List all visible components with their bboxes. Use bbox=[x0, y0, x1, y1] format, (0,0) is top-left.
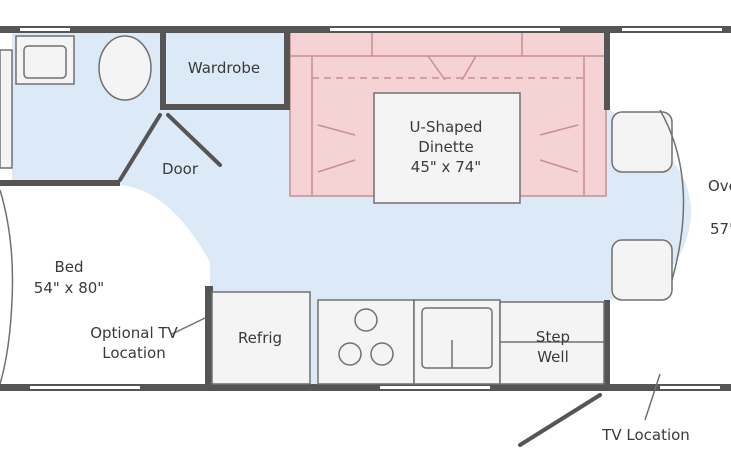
dinette-label-line2: Dinette bbox=[418, 138, 473, 156]
bath-sink-basin bbox=[23, 45, 67, 79]
bed-size: 54" x 80" bbox=[34, 279, 104, 297]
optional-tv-label-line2: Location bbox=[102, 344, 165, 362]
shower bbox=[0, 49, 13, 169]
bath-door-2 bbox=[118, 113, 162, 182]
bed-label: Bed bbox=[54, 258, 83, 276]
overhead-bunk-curve bbox=[659, 109, 685, 281]
refrigerator bbox=[211, 291, 311, 385]
optional-tv-pointer bbox=[171, 317, 206, 335]
wardrobe-label: Wardrobe bbox=[188, 59, 260, 77]
burner-2 bbox=[338, 342, 362, 366]
dinette-size: 45" x 74" bbox=[411, 158, 481, 176]
cab-seat-top bbox=[611, 111, 673, 173]
bed-curve bbox=[0, 189, 14, 385]
tv-pointer bbox=[644, 373, 661, 421]
dinette-label: U-Shaped bbox=[410, 118, 483, 136]
step-label-line2: Well bbox=[537, 348, 569, 366]
burner-3 bbox=[370, 342, 394, 366]
bath-door bbox=[166, 113, 222, 167]
entry-door bbox=[518, 393, 602, 447]
exterior-walls bbox=[0, 26, 731, 391]
overhead-size: 57' bbox=[710, 220, 731, 238]
tv-location-label: TV Location bbox=[601, 426, 690, 444]
step-label: Step bbox=[536, 328, 570, 346]
burner-1 bbox=[354, 308, 378, 332]
overhead-label: Ove bbox=[708, 177, 731, 195]
kitchen-sink bbox=[421, 307, 493, 369]
optional-tv-label: Optional TV bbox=[90, 324, 178, 342]
cab-seat-bottom bbox=[611, 239, 673, 301]
interior-walls bbox=[0, 32, 610, 386]
refrig-label: Refrig bbox=[238, 329, 282, 347]
dinette-table bbox=[373, 92, 521, 204]
door-label: Door bbox=[162, 160, 199, 178]
step-well bbox=[499, 301, 605, 385]
toilet bbox=[98, 35, 152, 101]
